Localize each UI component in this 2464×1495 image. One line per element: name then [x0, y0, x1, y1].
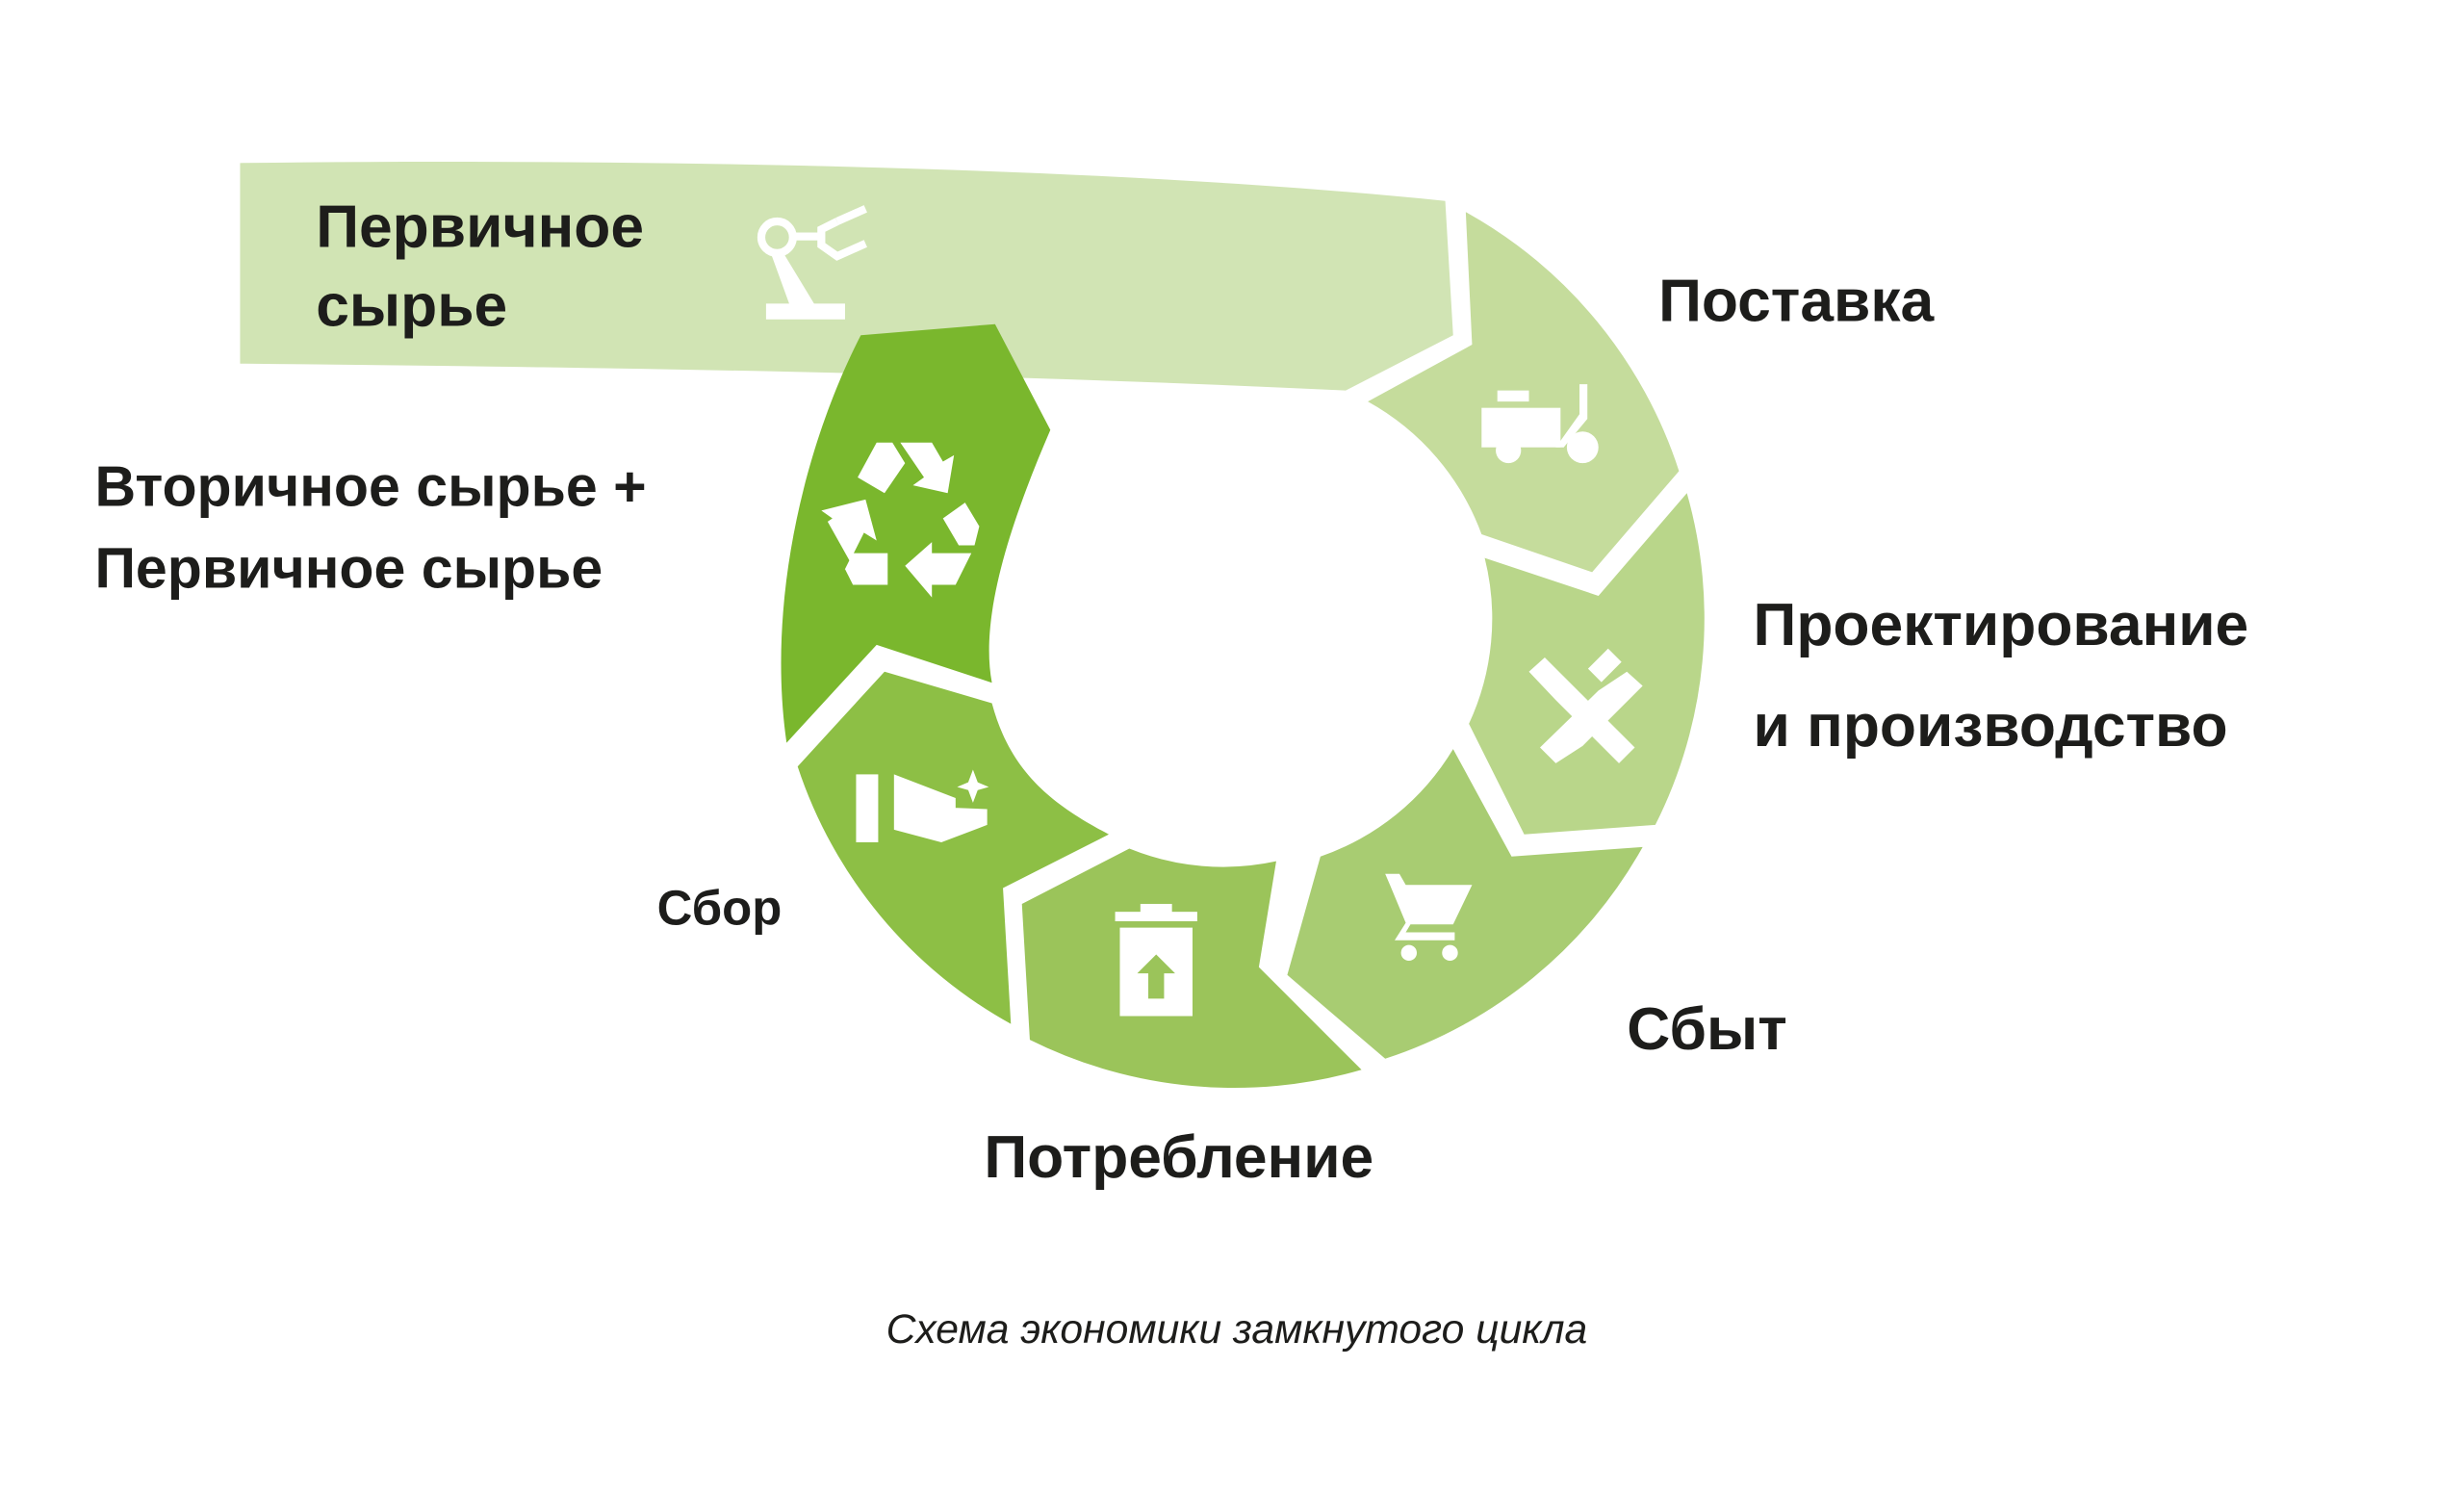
- label-design-line1: Проектирование: [1754, 592, 2249, 658]
- tools-icon: [1528, 648, 1643, 763]
- label-sales: Сбыт: [1627, 996, 1786, 1063]
- segment-sales: [1287, 749, 1643, 1059]
- segment-primary: [240, 162, 1453, 391]
- label-secondary-line2: Первичное сырье: [94, 537, 603, 601]
- label-design-line2: и производство: [1754, 693, 2228, 760]
- caption: Схема экономики замкнутого цикла: [886, 1306, 1588, 1353]
- hand-collect-icon: [856, 769, 989, 842]
- delivery-scooter-icon: [1481, 384, 1599, 464]
- label-supply: Поставка: [1658, 268, 1935, 334]
- label-primary-line1: Первичное: [316, 193, 644, 260]
- segment-collection: [797, 671, 1109, 1024]
- label-collection: Сбор: [657, 880, 783, 935]
- recycle-icon: [821, 442, 980, 598]
- label-primary-line2: сырье: [316, 272, 507, 339]
- trash-bin-icon: [1115, 903, 1197, 1017]
- shopping-cart-icon: [1385, 873, 1473, 962]
- label-consumption: Потребление: [984, 1124, 1373, 1191]
- segment-secondary: [781, 323, 1051, 743]
- label-secondary-line1: Вторичное сырье +: [94, 454, 646, 518]
- robot-arm-icon: [757, 205, 867, 320]
- segment-design: [1469, 493, 1705, 835]
